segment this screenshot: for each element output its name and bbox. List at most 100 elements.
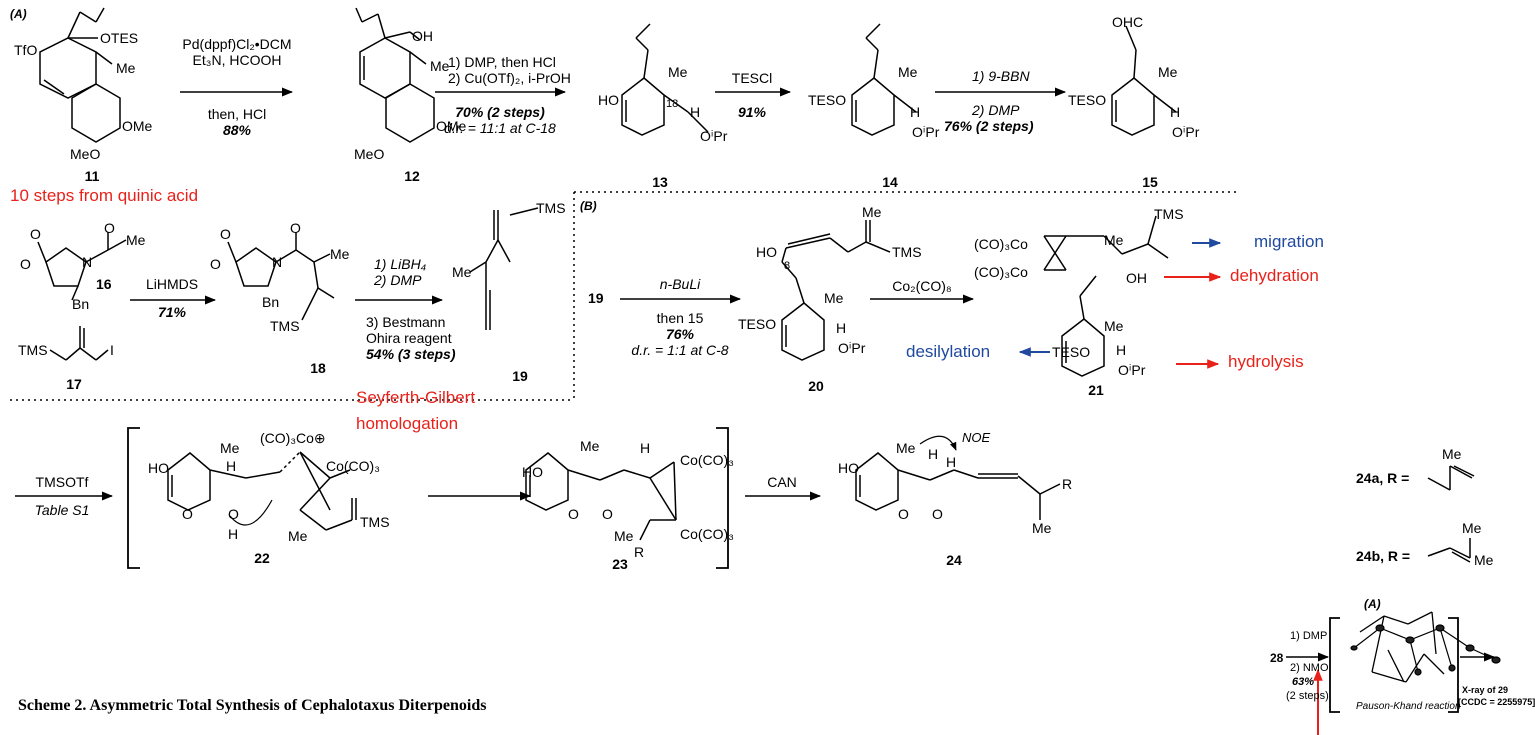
compound-label-14: 14 — [882, 174, 898, 190]
atom-label: Me — [898, 64, 918, 80]
atom-label: TESO — [738, 316, 777, 332]
annotation-quinic-acid: 10 steps from quinic acid — [10, 186, 199, 205]
atom-label: Me — [430, 58, 450, 74]
atom-label: OⁱPr — [1118, 362, 1146, 378]
atom-label: O — [104, 220, 115, 236]
structure-16 — [38, 232, 126, 300]
compound-label-11: 11 — [84, 168, 100, 184]
atom-label: O — [568, 506, 579, 522]
dotted-dividers — [10, 192, 1240, 400]
atom-label: TMS — [270, 318, 300, 334]
reactant-19: 19 — [588, 290, 604, 306]
atom-label: Me — [1158, 64, 1178, 80]
atom-label: Me — [614, 528, 634, 544]
atom-label: N — [82, 254, 93, 270]
yield-text: 63% — [1292, 676, 1315, 688]
inset-pauson-khand-label: Pauson-Khand reaction — [1356, 701, 1461, 712]
atom-label: Bn — [262, 294, 280, 310]
atom-label: O — [898, 506, 909, 522]
atom-label: TESO — [1068, 92, 1107, 108]
intermediate-brackets — [128, 428, 1458, 712]
atom-label: Me — [1104, 232, 1124, 248]
structure-24 — [856, 436, 1060, 520]
scheme-title: Scheme 2. Asymmetric Total Synthesis of … — [18, 697, 487, 714]
atom-label: OMe — [436, 118, 467, 134]
atom-label: Me — [1474, 552, 1494, 568]
compound-label-17: 17 — [66, 376, 82, 392]
atom-label: Me — [1442, 446, 1462, 462]
atom-label: Me — [220, 440, 240, 456]
reagent-text: 1) LiBH₄ — [374, 256, 427, 272]
compound-label-15: 15 — [1142, 174, 1158, 190]
r-group-24a — [1428, 466, 1474, 490]
compound-label-24: 24 — [946, 552, 962, 568]
atom-label: H — [946, 454, 957, 470]
compound-label-28: 28 — [1270, 651, 1284, 665]
structure-20 — [782, 220, 890, 360]
reagent-text: 1) DMP, then HCl — [448, 54, 556, 70]
atom-label: O — [220, 226, 231, 242]
atom-label: Me — [288, 528, 308, 544]
yield-text: 71% — [157, 304, 187, 320]
dr-text: d.r. = 1:1 at C-8 — [631, 342, 729, 358]
atom-label: R — [634, 544, 645, 560]
pauson-khand-structure — [1360, 612, 1444, 682]
atom-label: OⁱPr — [1172, 124, 1200, 140]
compound-label-24b: 24b, R = — [1356, 548, 1411, 564]
atom-label: Me — [330, 246, 350, 262]
reagent-text: CAN — [767, 474, 797, 490]
yield-text: 88% — [222, 122, 252, 138]
reagent-text: then, HCl — [207, 106, 267, 122]
atom-label: O — [932, 506, 943, 522]
atom-label: H — [226, 458, 237, 474]
atom-label: O — [182, 506, 193, 522]
atom-label: Co(CO)₃ — [680, 526, 734, 542]
atom-label: OTES — [100, 30, 139, 46]
compound-label-22: 22 — [254, 550, 270, 566]
atom-label: Me — [1462, 520, 1482, 536]
reagent-text: 2) Cu(OTf)₂, i-PrOH — [448, 70, 571, 86]
structure-17 — [50, 326, 108, 360]
atom-label: TESO — [808, 92, 847, 108]
reagent-text: 3) Bestmann — [366, 314, 446, 330]
atom-label: H — [640, 440, 651, 456]
atom-label: OH — [1126, 270, 1147, 286]
atom-label: TMS — [1154, 206, 1184, 222]
atom-label: (CO)₃Co — [974, 264, 1028, 280]
atom-label: O — [228, 506, 239, 522]
compound-label-18: 18 — [310, 360, 326, 376]
annotation-hydrolysis: hydrolysis — [1228, 352, 1304, 371]
atom-label: O — [210, 256, 221, 272]
atom-label: Co(CO)₃ — [326, 458, 380, 474]
atom-label: H — [910, 104, 921, 120]
atom-label: H — [690, 104, 701, 120]
yield-text: 91% — [737, 104, 767, 120]
structure-11 — [40, 8, 120, 142]
atom-label: Me — [824, 290, 844, 306]
compound-label-21: 21 — [1088, 382, 1104, 398]
atom-label: HO — [838, 460, 859, 476]
atom-label: OH — [412, 28, 433, 44]
compound-label-16: 16 — [96, 276, 112, 292]
atom-label: Bn — [72, 296, 90, 312]
annotation-dehydration: dehydration — [1230, 266, 1319, 285]
structure-22 — [168, 452, 356, 530]
annotation-desilylation: desilylation — [906, 342, 991, 361]
yield-text: 70% (2 steps) — [455, 104, 545, 120]
atom-label: Me — [896, 440, 916, 456]
atom-label: Me — [1104, 318, 1124, 334]
atom-label: H — [228, 526, 239, 542]
atom-label: TfO — [14, 42, 38, 58]
panel-label-b: (B) — [580, 199, 597, 213]
xray-label: X-ray of 29 — [1462, 685, 1509, 695]
reagent-text: Co₂(CO)₈ — [892, 278, 952, 294]
atom-label: TMS — [18, 342, 48, 358]
atom-label: TMS — [360, 514, 390, 530]
atom-label: OⁱPr — [700, 128, 728, 144]
atom-label: N — [272, 254, 283, 270]
atom-label: O — [602, 506, 613, 522]
atom-label: Me — [126, 232, 146, 248]
annotation-arrows — [1018, 238, 1323, 735]
atom-label: TESO — [1052, 344, 1091, 360]
yield-text: 76% — [665, 326, 695, 342]
